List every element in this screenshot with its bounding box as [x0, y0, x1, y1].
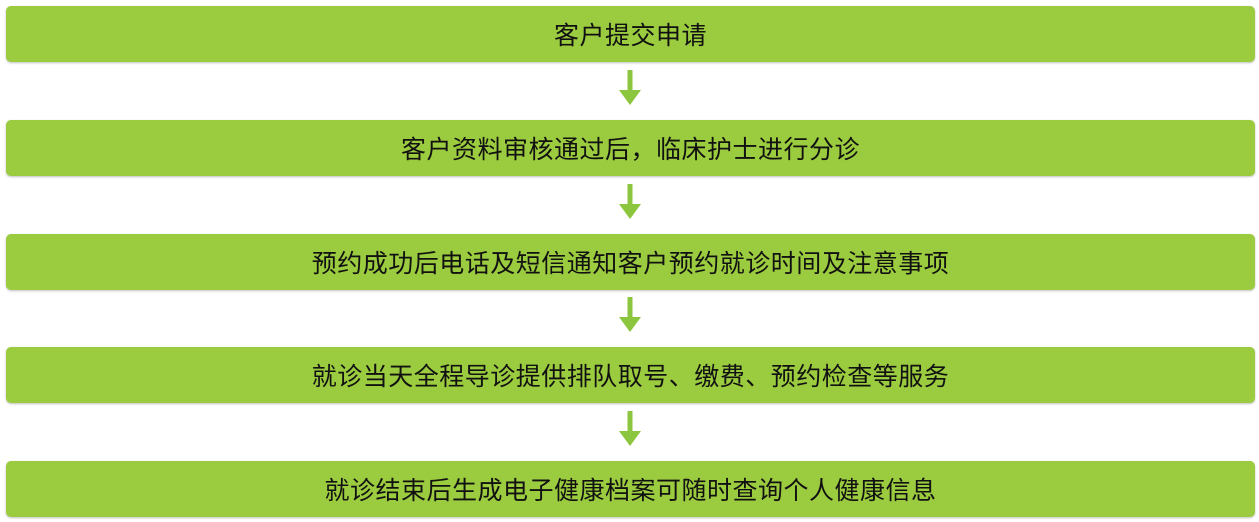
arrow-down-icon: [619, 297, 641, 332]
flow-step-label: 客户资料审核通过后，临床护士进行分诊: [400, 135, 860, 164]
arrow-down-icon: [619, 411, 641, 446]
flow-step-label: 就诊当天全程导诊提供排队取号、缴费、预约检查等服务: [311, 362, 950, 391]
flow-step-health-record: 就诊结束后生成电子健康档案可随时查询个人健康信息: [6, 461, 1255, 517]
flow-step-label: 预约成功后电话及短信通知客户预约就诊时间及注意事项: [311, 249, 950, 278]
arrow-down-icon: [619, 184, 641, 219]
flow-step-notify-appointment: 预约成功后电话及短信通知客户预约就诊时间及注意事项: [6, 234, 1255, 290]
flow-step-label: 就诊结束后生成电子健康档案可随时查询个人健康信息: [324, 476, 937, 505]
flow-step-visit-day-guidance: 就诊当天全程导诊提供排队取号、缴费、预约检查等服务: [6, 347, 1255, 403]
flow-step-submit-application: 客户提交申请: [6, 6, 1255, 62]
arrow-down-icon: [619, 70, 641, 105]
flow-step-review-triage: 客户资料审核通过后，临床护士进行分诊: [6, 120, 1255, 176]
flow-step-label: 客户提交申请: [553, 21, 707, 50]
